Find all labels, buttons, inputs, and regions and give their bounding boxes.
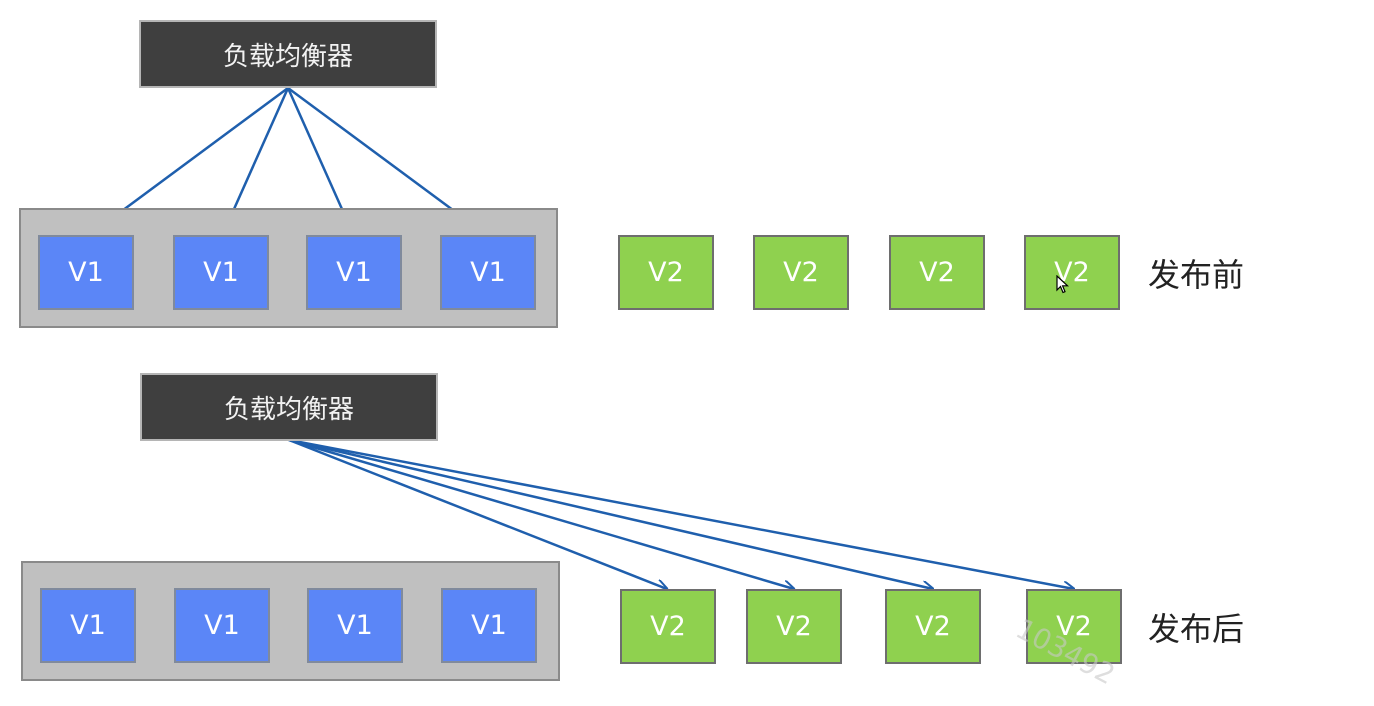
- top-v2-node-1: V2: [618, 235, 714, 310]
- stage-label-before: 发布前: [1148, 256, 1245, 294]
- stage-label-after: 发布后: [1148, 610, 1245, 648]
- bottom-arrow-v2-2: [288, 438, 794, 589]
- top-load-balancer: 负载均衡器: [139, 20, 437, 88]
- top-v1-node-2: V1: [173, 235, 269, 310]
- bottom-v1-node-1: V1: [40, 588, 136, 663]
- top-v2-node-3: V2: [889, 235, 985, 310]
- bottom-v1-node-4: V1: [441, 588, 537, 663]
- bottom-v1-node-2: V1: [174, 588, 270, 663]
- bottom-v2-node-1: V2: [620, 589, 716, 664]
- bottom-arrow-v2-3: [288, 438, 933, 589]
- bottom-v1-node-3: V1: [307, 588, 403, 663]
- top-v1-node-3: V1: [306, 235, 402, 310]
- top-v2-node-4: V2: [1024, 235, 1120, 310]
- mouse-cursor-icon: [1056, 275, 1070, 294]
- top-v2-node-2: V2: [753, 235, 849, 310]
- top-v1-node-1: V1: [38, 235, 134, 310]
- bottom-v2-node-3: V2: [885, 589, 981, 664]
- top-v1-node-4: V1: [440, 235, 536, 310]
- bottom-v2-node-4: V2: [1026, 589, 1122, 664]
- bottom-v2-node-2: V2: [746, 589, 842, 664]
- bottom-load-balancer: 负载均衡器: [140, 373, 438, 441]
- bottom-arrow-v2-4: [288, 438, 1074, 589]
- bottom-arrow-v2-1: [288, 438, 667, 589]
